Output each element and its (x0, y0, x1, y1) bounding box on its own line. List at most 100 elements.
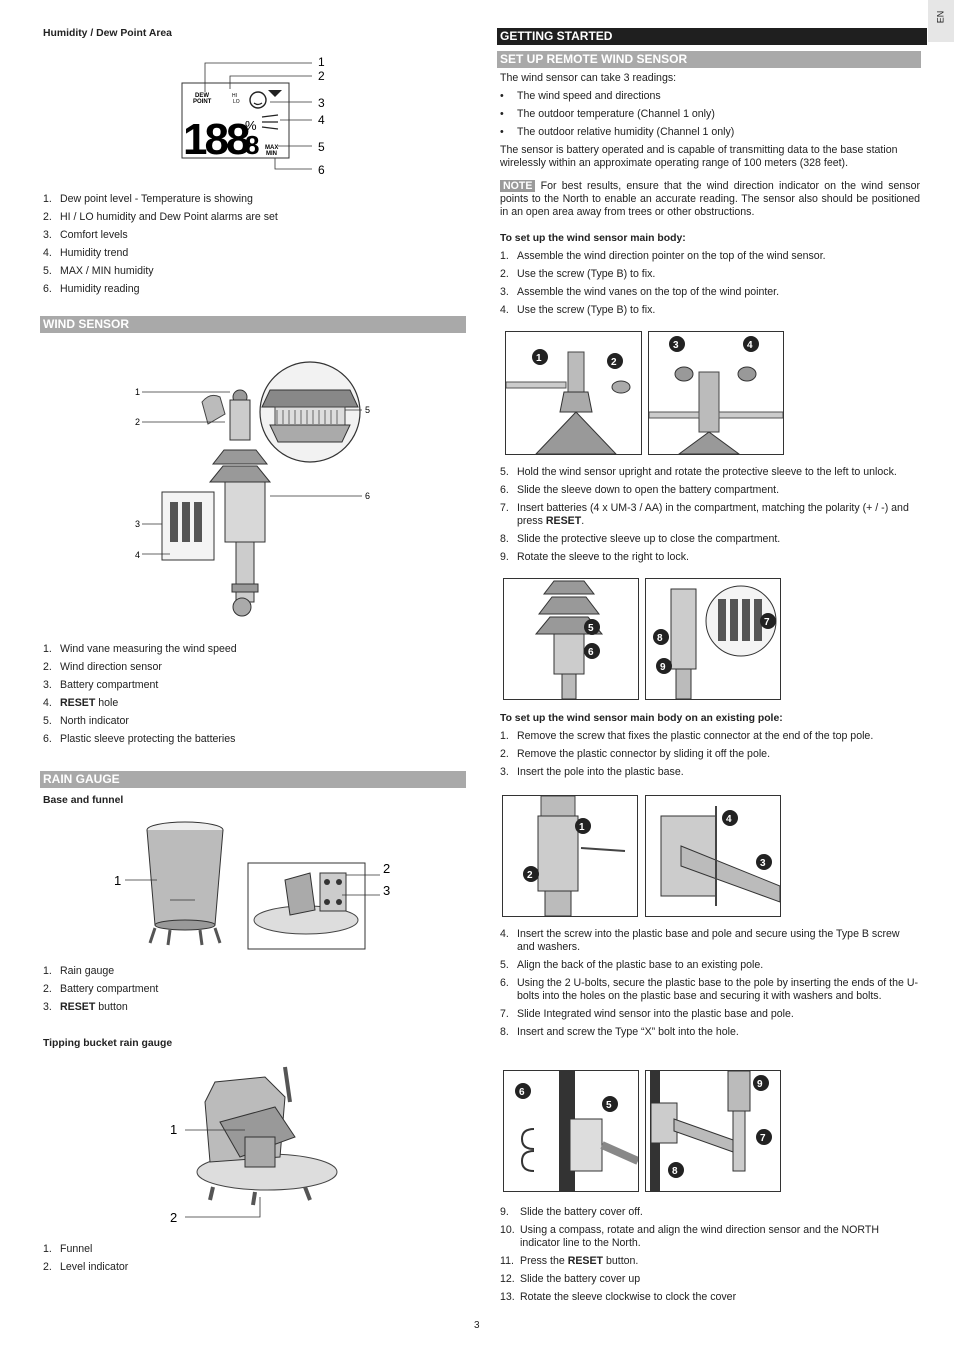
battery-paragraph: The sensor is battery operated and is ca… (500, 144, 898, 169)
svg-text:6: 6 (519, 1087, 525, 1098)
callout: 3 (383, 883, 390, 898)
wind-sensor-heading: WIND SENSOR (40, 316, 466, 333)
callout: 4 (318, 113, 325, 127)
page-number: 3 (474, 1320, 480, 1331)
list-item: 1.Rain gauge (43, 965, 115, 977)
svg-text:3: 3 (760, 858, 766, 869)
list-item: 6.Using the 2 U-bolts, secure the plasti… (500, 977, 919, 1002)
steps-list-4: 4.Insert the screw into the plastic base… (500, 928, 920, 1039)
figure-step-3-4: 3 4 (648, 331, 784, 455)
list-item: 4.Use the screw (Type B) to fix. (500, 304, 656, 316)
svg-text:8: 8 (672, 1166, 678, 1177)
figure-slide-7-9: 9 7 8 (645, 1070, 781, 1192)
list-item: 3.Comfort levels (43, 229, 128, 241)
callout: 4 (135, 550, 140, 560)
callout: 3 (318, 96, 325, 110)
figure-step-7-9: 7 8 9 (645, 578, 781, 700)
tipping-bucket-list: 1.Funnel 2.Level indicator (43, 1243, 466, 1274)
wind-sensor-figure: 1 2 3 4 5 6 (130, 352, 380, 632)
note-paragraph: NOTE For best results, ensure that the w… (500, 180, 920, 218)
callout: 6 (365, 491, 370, 501)
steps-list-1: 1.Assemble the wind direction pointer on… (500, 250, 920, 317)
lcd-max: MAX (265, 145, 278, 151)
humidity-lcd-figure: DEW POINT HI LO 188 8 % MAX MIN 1 2 3 4 … (150, 52, 340, 177)
lcd-lo: LO (233, 99, 240, 105)
list-item: 2.Level indicator (43, 1261, 129, 1273)
list-item: 1.Wind vane measuring the wind speed (43, 643, 237, 655)
list-item: 5.North indicator (43, 715, 129, 727)
list-item: 6.Slide the sleeve down to open the batt… (500, 484, 780, 496)
svg-text:2: 2 (527, 870, 533, 881)
list-item: 7.Insert batteries (4 x UM-3 / AA) in th… (500, 502, 909, 527)
list-item: •The wind speed and directions (500, 90, 661, 102)
callout: 1 (114, 873, 121, 888)
list-item: 12.Slide the battery cover up (500, 1273, 641, 1285)
lcd-dew: DEW (195, 93, 209, 99)
comfort-face-icon (249, 91, 267, 109)
list-item: •The outdoor relative humidity (Channel … (500, 126, 735, 138)
steps-list-3: 1.Remove the screw that fixes the plasti… (500, 730, 920, 779)
list-item: 6.Plastic sleeve protecting the batterie… (43, 733, 236, 745)
callout: 2 (135, 417, 140, 427)
list-item: 5.MAX / MIN humidity (43, 265, 154, 277)
tipping-bucket-figure: 1 2 (165, 1062, 355, 1225)
svg-text:9: 9 (660, 662, 666, 673)
svg-text:4: 4 (726, 814, 732, 825)
list-item: 11.Press the RESET button. (500, 1255, 639, 1267)
svg-text:7: 7 (760, 1133, 766, 1144)
svg-text:9: 9 (757, 1079, 763, 1090)
lcd-min: MIN (266, 151, 277, 157)
steps-list-5: 9.Slide the battery cover off. 10.Using … (500, 1206, 920, 1304)
wind-sensor-list: 1.Wind vane measuring the wind speed 2.W… (43, 643, 466, 746)
list-item: 2.Remove the plastic connector by slidin… (500, 748, 771, 760)
figure-pole-1-2: 1 2 (502, 795, 638, 917)
callout: 1 (170, 1122, 177, 1137)
svg-text:2: 2 (611, 357, 617, 368)
lcd-digits: 188 (183, 115, 250, 164)
trend-arrows-icon (261, 114, 279, 130)
steps-list-2: 5.Hold the wind sensor upright and rotat… (500, 466, 920, 564)
list-item: 2.Use the screw (Type B) to fix. (500, 268, 656, 280)
getting-started-heading: GETTING STARTED (497, 28, 927, 45)
rain-gauge-list: 1.Rain gauge 2.Battery compartment 3.RES… (43, 965, 466, 1014)
list-item: 2.Wind direction sensor (43, 661, 162, 673)
lcd-hi: HI (232, 93, 237, 99)
list-item: 3.RESET button (43, 1001, 128, 1013)
callout: 5 (365, 405, 370, 415)
list-item: 1.Assemble the wind direction pointer on… (500, 250, 826, 262)
left-column: Humidity / Dew Point Area (43, 27, 466, 40)
humidity-heading: Humidity / Dew Point Area (43, 28, 172, 39)
callout: 5 (318, 140, 325, 154)
list-item: 3.Insert the pole into the plastic base. (500, 766, 684, 778)
tipping-bucket-heading: Tipping bucket rain gauge (43, 1038, 173, 1049)
list-item: 4.Insert the screw into the plastic base… (500, 928, 900, 953)
list-item: 1.Dew point level - Temperature is showi… (43, 193, 253, 205)
list-item: 3.Assemble the wind vanes on the top of … (500, 286, 780, 298)
svg-text:1: 1 (579, 822, 585, 833)
callout: 3 (135, 519, 140, 529)
trend-down-icon (268, 90, 282, 97)
callout: 6 (318, 163, 325, 177)
rain-gauge-figure: 1 2 3 (110, 815, 400, 955)
figure-pole-3-4: 4 3 (645, 795, 781, 917)
figure-step-5-6: 5 6 (503, 578, 639, 700)
base-funnel-heading: Base and funnel (43, 795, 124, 806)
list-item: 2.HI / LO humidity and Dew Point alarms … (43, 211, 278, 223)
main-body-heading: To set up the wind sensor main body: (500, 233, 686, 244)
list-item: 8.Insert and screw the Type “X” bolt int… (500, 1026, 739, 1038)
list-item: 9.Rotate the sleeve to the right to lock… (500, 551, 689, 563)
figure-step-1-2: 1 2 (505, 331, 642, 455)
list-item: 6.Humidity reading (43, 283, 140, 295)
svg-text:6: 6 (588, 647, 594, 658)
list-item: 3.Battery compartment (43, 679, 159, 691)
svg-text:1: 1 (536, 353, 542, 364)
svg-text:4: 4 (747, 340, 753, 351)
callout: 1 (318, 55, 325, 69)
readings-list: •The wind speed and directions •The outd… (500, 90, 920, 139)
note-label: NOTE (500, 180, 536, 192)
figure-ubolt-5-6: 6 5 (503, 1070, 639, 1192)
list-item: 1.Remove the screw that fixes the plasti… (500, 730, 874, 742)
svg-text:3: 3 (673, 340, 679, 351)
lcd-point: POINT (193, 99, 212, 105)
list-item: 5.Hold the wind sensor upright and rotat… (500, 466, 897, 478)
